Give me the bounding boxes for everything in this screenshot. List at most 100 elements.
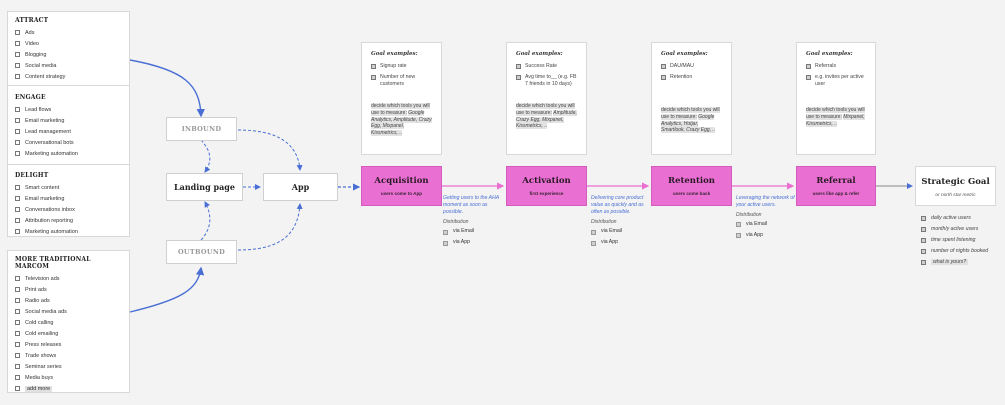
checkbox[interactable] — [15, 229, 20, 234]
checklist-item[interactable]: Cold calling — [15, 317, 122, 328]
stage-activation[interactable]: Activation first experience — [506, 166, 587, 206]
app-node[interactable]: App — [263, 173, 338, 201]
inbound-node[interactable]: INBOUND — [166, 117, 237, 141]
checklist-item[interactable]: Press releases — [15, 339, 122, 350]
checkbox[interactable] — [15, 276, 20, 281]
checklist-item[interactable]: Marketing automation — [15, 148, 122, 159]
goal-item[interactable]: Referrals — [806, 63, 866, 70]
checklist-item[interactable]: Trade shows — [15, 350, 122, 361]
checkbox[interactable] — [516, 75, 521, 81]
metric-item[interactable]: time spent listening — [921, 235, 975, 245]
checkbox[interactable] — [15, 375, 20, 380]
checkbox[interactable] — [15, 63, 20, 68]
goal-item[interactable]: Avg time to__ (e.g. FB 7 friends in 10 d… — [516, 74, 577, 88]
checklist-item[interactable]: via Email — [443, 227, 503, 238]
checklist-item[interactable]: Conversational bots — [15, 137, 122, 148]
metric-item[interactable]: monthly active users — [921, 224, 978, 234]
goal-item[interactable]: Retention — [661, 74, 722, 81]
metric-item[interactable]: what is yours? — [921, 257, 969, 267]
checkbox[interactable] — [443, 240, 448, 246]
checklist-item[interactable]: Ads — [15, 27, 122, 38]
landing-page-node[interactable]: Landing page — [166, 173, 243, 201]
checkbox[interactable] — [15, 52, 20, 57]
strategic-goal-card[interactable]: Strategic Goal or north star metric — [915, 166, 996, 206]
checkbox[interactable] — [15, 107, 20, 112]
metric-item[interactable]: number of nights booked — [921, 246, 988, 256]
checklist-item[interactable]: Email marketing — [15, 115, 122, 126]
checkbox[interactable] — [15, 287, 20, 292]
goal-item[interactable]: Signup rate — [371, 63, 432, 70]
checkbox[interactable] — [661, 64, 666, 69]
checkbox[interactable] — [591, 229, 596, 235]
checkbox[interactable] — [15, 320, 20, 325]
stage-acquisition[interactable]: Acquisition users come to App — [361, 166, 442, 206]
goal-item[interactable]: e.g. invites per active user — [806, 74, 866, 88]
checklist-item[interactable]: Marketing automation — [15, 226, 122, 237]
checklist-item[interactable]: Blogging — [15, 49, 122, 60]
checkbox[interactable] — [371, 64, 376, 69]
goal-item[interactable]: Number of new customers — [371, 74, 432, 88]
checklist-item[interactable]: Media buys — [15, 372, 122, 383]
checkbox[interactable] — [15, 185, 20, 190]
checklist-item[interactable]: Print ads — [15, 284, 122, 295]
checkbox[interactable] — [15, 364, 20, 369]
checkbox[interactable] — [15, 331, 20, 336]
checkbox[interactable] — [736, 222, 741, 228]
checklist-item[interactable]: Cold emailing — [15, 328, 122, 339]
stage-retention[interactable]: Retention users come back — [651, 166, 732, 206]
checklist-item[interactable]: Attribution reporting — [15, 215, 122, 226]
checkbox[interactable] — [921, 237, 926, 243]
checkbox[interactable] — [806, 75, 811, 81]
checkbox[interactable] — [371, 75, 376, 81]
checkbox[interactable] — [15, 342, 20, 347]
checklist-item[interactable]: Email marketing — [15, 193, 122, 204]
goal-title: Goal examples: — [371, 51, 418, 57]
checklist-item[interactable]: via App — [591, 238, 651, 249]
checklist-item[interactable]: Radio ads — [15, 295, 122, 306]
checkbox[interactable] — [443, 229, 448, 235]
checkbox[interactable] — [15, 30, 20, 35]
checklist-item[interactable]: Conversations inbox — [15, 204, 122, 215]
checklist-item[interactable]: via Email — [591, 227, 651, 238]
checkbox[interactable] — [15, 41, 20, 46]
checkbox[interactable] — [921, 248, 926, 254]
outbound-node[interactable]: OUTBOUND — [166, 240, 237, 264]
checkbox[interactable] — [736, 233, 741, 239]
goal-item[interactable]: Success Rate — [516, 63, 577, 70]
checklist-item[interactable]: Social media ads — [15, 306, 122, 317]
checkbox[interactable] — [15, 151, 20, 156]
checkbox[interactable] — [15, 309, 20, 314]
metric-item[interactable]: daily active users — [921, 213, 971, 223]
checklist-item[interactable]: Television ads — [15, 273, 122, 284]
stage-referral[interactable]: Referral users like app & refer — [796, 166, 876, 206]
checkbox[interactable] — [15, 298, 20, 303]
add-more-item[interactable]: add more — [15, 383, 122, 394]
checkbox[interactable] — [15, 118, 20, 123]
checklist-item[interactable]: Content strategy — [15, 71, 122, 82]
checklist-item[interactable]: Seminar series — [15, 361, 122, 372]
checkbox[interactable] — [806, 64, 811, 69]
checklist-item[interactable]: Lead management — [15, 126, 122, 137]
goal-item[interactable]: DAU/MAU — [661, 63, 722, 70]
checkbox[interactable] — [15, 218, 20, 223]
checklist-item[interactable]: Social media — [15, 60, 122, 71]
checkbox[interactable] — [15, 196, 20, 201]
checkbox[interactable] — [15, 140, 20, 145]
checkbox[interactable] — [15, 353, 20, 358]
checklist-item[interactable]: Lead flows — [15, 104, 122, 115]
checklist-item[interactable]: Smart content — [15, 182, 122, 193]
checkbox[interactable] — [15, 386, 20, 391]
checklist-item[interactable]: via Email — [736, 219, 796, 230]
checkbox[interactable] — [15, 74, 20, 79]
checklist-item[interactable]: via App — [443, 238, 503, 249]
checkbox[interactable] — [921, 215, 926, 221]
checklist-item[interactable]: via App — [736, 230, 796, 241]
checklist-item[interactable]: Video — [15, 38, 122, 49]
checkbox[interactable] — [15, 207, 20, 212]
checkbox[interactable] — [516, 64, 521, 69]
checkbox[interactable] — [661, 75, 666, 81]
checkbox[interactable] — [591, 240, 596, 246]
checkbox[interactable] — [15, 129, 20, 134]
checkbox[interactable] — [921, 259, 926, 265]
checkbox[interactable] — [921, 226, 926, 232]
